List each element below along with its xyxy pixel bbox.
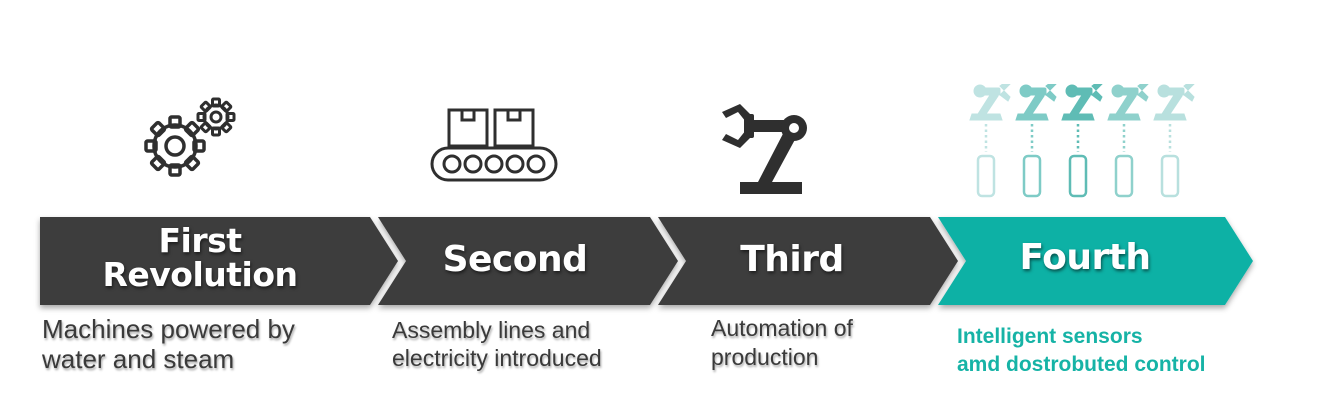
stage-fourth-description: Intelligent sensors amd dostrobuted cont… [957,323,1287,379]
stage-second-title: Second [425,239,605,280]
stage-first-description: Machines powered by water and steam [42,314,362,374]
stage-third-title: Third [702,239,882,280]
stage-fourth-description-line-2: amd dostrobuted control [957,353,1206,376]
stage-third-description-line-1: Automation of [711,315,853,341]
stage-fourth-band [938,217,1253,305]
stage-first-band [40,217,398,305]
stage-third-title-line-1: Third [740,239,844,280]
stage-first-description-line-1: Machines powered by [42,314,295,344]
stage-second-description-line-1: Assembly lines and [392,317,591,343]
stage-third-description-line-2: production [711,344,819,370]
conveyor-belt-icon [430,108,558,182]
robot-arm-icon [722,104,807,194]
stage-first-title-line-1: First [158,221,242,260]
stage-second-description-line-2: electricity introduced [392,345,602,371]
stage-fourth-title-line-1: Fourth [1019,237,1151,278]
stage-first-title-line-2: Revolution [102,254,298,294]
stage-second-title-line-1: Second [442,239,588,280]
stage-first-description-line-2: water and steam [42,344,235,374]
stage-fourth-title: Fourth [995,237,1175,278]
stage-second-band [378,217,678,305]
gears-icon [144,97,236,177]
stage-first-title: First Revolution [100,224,300,291]
stage-third-description: Automation of production [711,314,921,372]
stage-third-band [658,217,958,305]
stage-second-description: Assembly lines and electricity introduce… [392,316,662,372]
stage-fourth-description-line-1: Intelligent sensors [957,325,1143,348]
